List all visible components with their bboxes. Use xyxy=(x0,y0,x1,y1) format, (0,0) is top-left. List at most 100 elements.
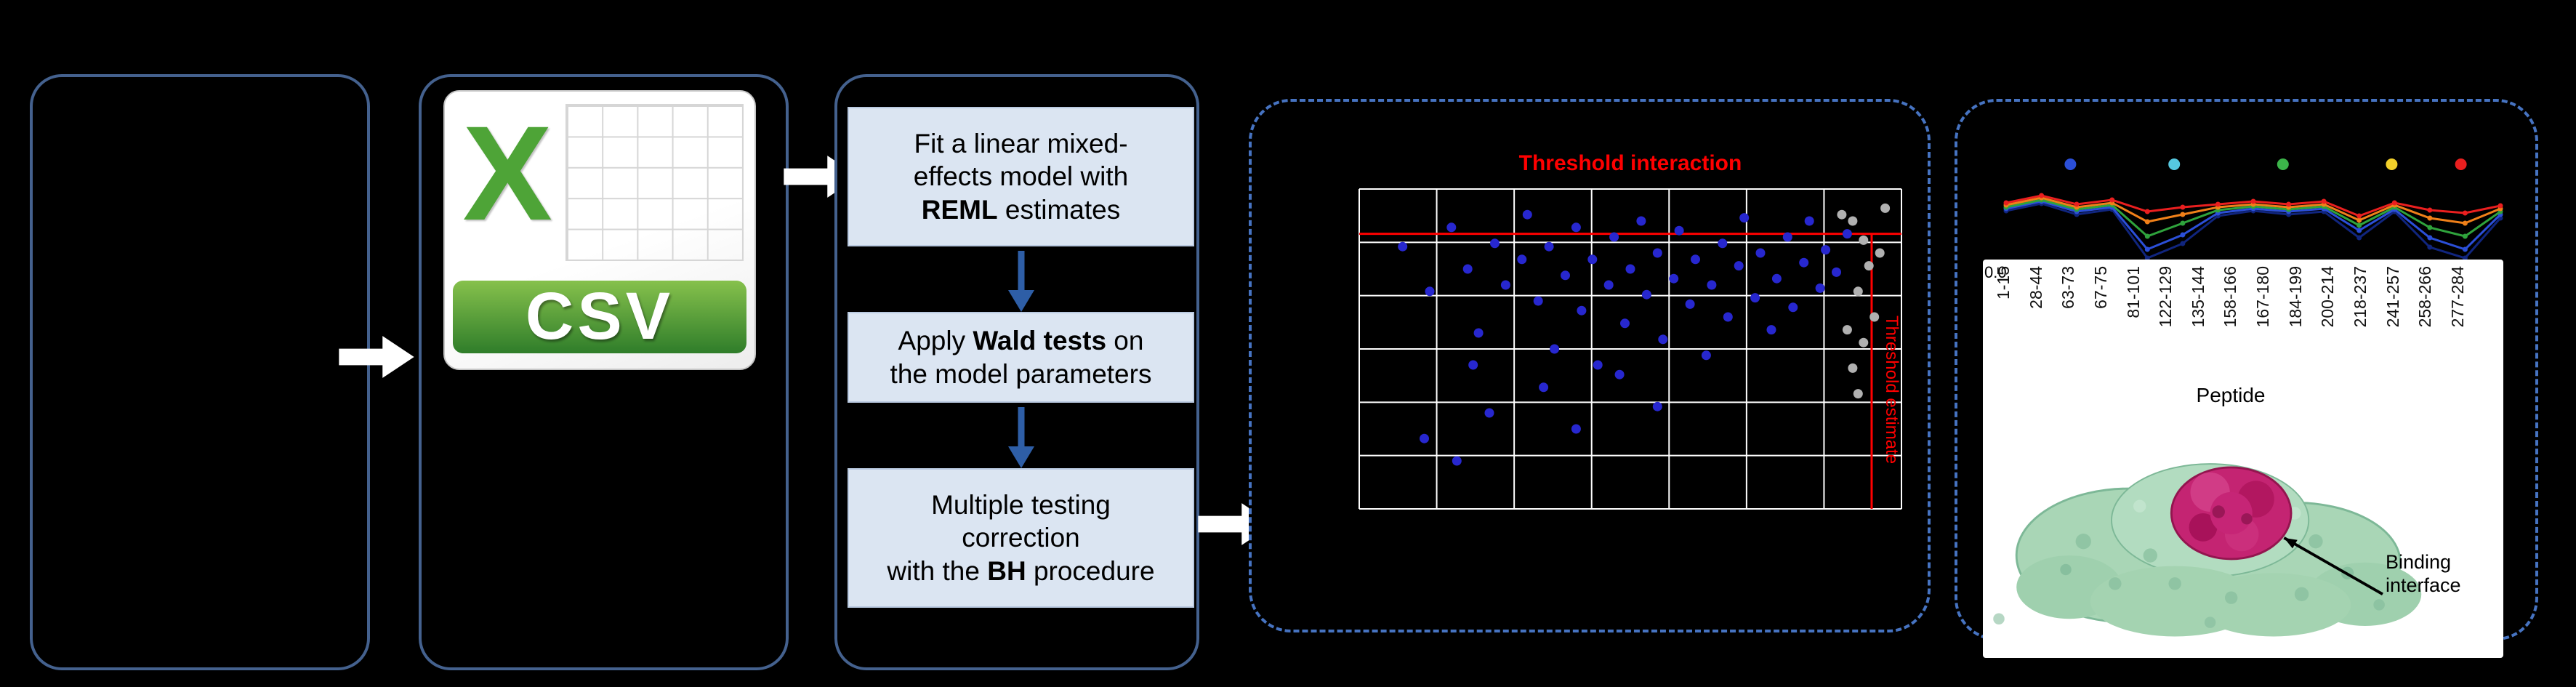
non-significant-point xyxy=(1859,337,1869,347)
non-significant-point xyxy=(1848,363,1858,373)
scatter-title: Threshold interaction xyxy=(1519,151,1742,175)
non-significant-point xyxy=(1848,216,1858,226)
annotation-line: interface xyxy=(2386,574,2461,596)
non-significant-point xyxy=(1853,389,1863,399)
threshold-estimate-label: Threshold estimate xyxy=(1882,316,1901,464)
significant-point xyxy=(1815,283,1825,293)
significant-point xyxy=(1804,216,1814,226)
significant-point xyxy=(1462,264,1473,274)
significant-point xyxy=(1739,213,1750,223)
uptake-point xyxy=(2391,200,2397,206)
down-arrow-icon xyxy=(1008,407,1034,468)
uptake-point xyxy=(2462,220,2468,226)
state-marker-dot xyxy=(2064,158,2077,170)
uptake-point xyxy=(2286,201,2292,207)
significant-point xyxy=(1755,248,1766,258)
non-significant-point xyxy=(1837,209,1847,220)
peptide-axis-label: 184-199 xyxy=(2285,266,2305,328)
uptake-point xyxy=(2039,193,2045,198)
step-text-line: Fit a linear mixed- xyxy=(914,129,1128,159)
uptake-point xyxy=(2321,198,2327,204)
state-marker-dot xyxy=(2386,158,2398,170)
significant-point xyxy=(1782,232,1792,242)
significant-point xyxy=(1571,424,1581,434)
non-significant-point xyxy=(1864,261,1874,271)
significant-point xyxy=(1718,238,1728,249)
binding-site-highlight xyxy=(2170,466,2293,561)
significant-point xyxy=(1652,248,1662,258)
significant-point xyxy=(1842,229,1852,239)
down-arrow-icon xyxy=(1008,251,1034,312)
uptake-point xyxy=(2356,235,2362,241)
significant-point xyxy=(1533,296,1543,306)
annotation-line: Binding xyxy=(2386,551,2452,573)
uptake-point xyxy=(2462,210,2468,216)
y-axis-tick: 0.0 xyxy=(1984,263,2007,281)
step-text-line: estimates xyxy=(997,194,1121,225)
step-text: Multiple testing correction with the BH … xyxy=(853,489,1188,587)
step-box-bh: Multiple testing correction with the BH … xyxy=(848,468,1194,608)
step-text-line: with the xyxy=(887,555,988,586)
annotation-arrow-icon xyxy=(2283,537,2383,596)
significant-point xyxy=(1707,280,1717,290)
significant-point xyxy=(1620,318,1630,329)
uptake-point xyxy=(2144,255,2150,261)
peptide-axis-label: 122-129 xyxy=(2156,266,2175,328)
peptide-axis-label: 1-15 xyxy=(1994,266,2013,300)
step-box-reml: Fit a linear mixed- effects model with R… xyxy=(848,107,1194,246)
significant-point xyxy=(1522,209,1532,220)
uptake-point xyxy=(2462,233,2468,239)
step-text-bold: BH xyxy=(987,555,1026,586)
step-text-line: Apply xyxy=(898,326,973,356)
uptake-point xyxy=(2180,204,2186,210)
significant-point xyxy=(1685,299,1695,309)
uptake-point xyxy=(2427,207,2433,213)
step-text-line: effects model with xyxy=(913,161,1129,192)
uptake-point xyxy=(2356,213,2362,219)
significant-point xyxy=(1544,241,1554,252)
flow-arrow-icon xyxy=(339,336,414,378)
peptide-axis-label: 200-214 xyxy=(2318,266,2338,328)
non-significant-point xyxy=(1853,286,1863,297)
significant-point xyxy=(1832,267,1841,277)
uptake-point xyxy=(2180,241,2186,246)
significant-point xyxy=(1452,456,1462,466)
significant-point xyxy=(1446,222,1457,233)
step-text-line: on xyxy=(1106,326,1144,356)
peptide-uptake-chart xyxy=(2003,158,2503,261)
peptide-axis-label: 158-166 xyxy=(2221,266,2240,328)
step-text: Fit a linear mixed- effects model with R… xyxy=(853,127,1188,225)
significant-point xyxy=(1625,264,1635,274)
significant-point xyxy=(1500,280,1510,290)
excel-x-logo: X xyxy=(462,99,552,249)
peptide-axis-label: 218-237 xyxy=(2351,266,2370,328)
protein-structure xyxy=(1993,463,2422,637)
significant-point xyxy=(1420,433,1429,443)
uptake-point xyxy=(2144,209,2150,214)
x-axis-title: Peptide xyxy=(2196,384,2266,406)
significant-point xyxy=(1539,382,1549,393)
step-text-line: the model parameters xyxy=(890,358,1152,389)
step-text-bold: REML xyxy=(921,194,998,225)
spreadsheet-grid xyxy=(565,104,744,261)
significant-point xyxy=(1641,289,1651,300)
uptake-point xyxy=(2144,233,2150,239)
significant-point xyxy=(1799,257,1809,268)
uptake-point xyxy=(2427,215,2433,221)
step-text-line: Multiple testing xyxy=(931,490,1111,521)
uptake-point xyxy=(2144,246,2150,252)
significant-point xyxy=(1674,225,1684,236)
step-text-line: correction xyxy=(962,523,1080,553)
peptide-axis-label: 167-180 xyxy=(2253,266,2273,328)
uptake-point xyxy=(2427,225,2433,230)
significant-point xyxy=(1468,360,1478,370)
peptide-axis-label: 277-284 xyxy=(2447,266,2467,328)
uptake-point xyxy=(2180,212,2186,217)
peptide-axis-label: 63-73 xyxy=(2058,266,2078,309)
state-marker-dot xyxy=(2168,158,2181,170)
significant-point xyxy=(1561,270,1570,281)
uptake-point xyxy=(2144,219,2150,225)
uptake-point xyxy=(2356,222,2362,228)
